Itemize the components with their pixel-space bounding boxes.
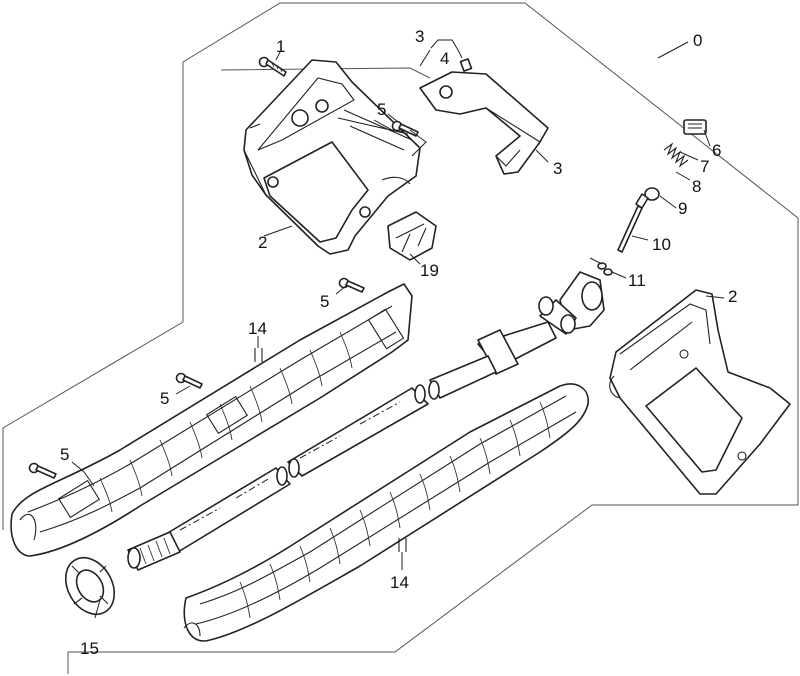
grip-shell-right xyxy=(609,289,791,495)
callout-14-bottom: 14 xyxy=(390,573,409,592)
seat-9 xyxy=(644,187,660,201)
plug-6 xyxy=(683,119,707,135)
callout-6: 6 xyxy=(712,141,721,160)
callout-14-left: 14 xyxy=(248,319,267,338)
callout-2-right: 2 xyxy=(728,287,737,306)
callout-11: 11 xyxy=(628,271,646,290)
upper-tube xyxy=(428,321,557,400)
callout-5-left-b: 5 xyxy=(160,389,169,408)
screw-5-b xyxy=(175,372,203,389)
assembly-frame-left xyxy=(2,62,184,530)
callout-1: 1 xyxy=(276,37,285,56)
pin xyxy=(459,58,473,72)
break-mark-left xyxy=(254,348,263,362)
extension-shell-right xyxy=(183,383,589,642)
callout-7: 7 xyxy=(700,157,709,176)
leader-lines xyxy=(71,39,725,619)
handle-shell-top xyxy=(243,59,421,255)
callout-0: 0 xyxy=(693,31,702,50)
break-mark-bottom xyxy=(398,538,407,552)
screw-5-c xyxy=(28,462,57,479)
callout-5-left-a: 5 xyxy=(320,292,329,311)
callout-5-left-c: 5 xyxy=(60,445,69,464)
spring-7-8 xyxy=(663,142,689,168)
callout-19: 19 xyxy=(420,261,439,280)
trigger-lever xyxy=(419,71,549,175)
callout-9: 9 xyxy=(678,199,687,218)
callout-5-top: 5 xyxy=(377,100,386,119)
screw-1 xyxy=(258,56,287,77)
clip-19 xyxy=(387,211,437,261)
callout-3-top: 3 xyxy=(415,27,424,46)
middle-tube xyxy=(287,384,429,478)
callout-10: 10 xyxy=(652,235,671,254)
ring-nut-15 xyxy=(64,556,116,616)
assembly-frame-outer xyxy=(67,2,799,674)
callout-2-top: 2 xyxy=(258,233,267,252)
callout-8: 8 xyxy=(692,177,701,196)
callout-3-right: 3 xyxy=(553,159,562,178)
callout-4: 4 xyxy=(440,49,449,68)
valve-pin-10 xyxy=(617,193,649,253)
callout-15: 15 xyxy=(80,639,99,658)
extension-shell-left xyxy=(10,283,413,557)
valve-body xyxy=(538,271,605,335)
screw-5-a xyxy=(338,277,365,293)
assembly-frame-inner xyxy=(220,67,431,79)
lower-tube xyxy=(127,466,291,571)
o-ring-11 xyxy=(597,262,613,276)
